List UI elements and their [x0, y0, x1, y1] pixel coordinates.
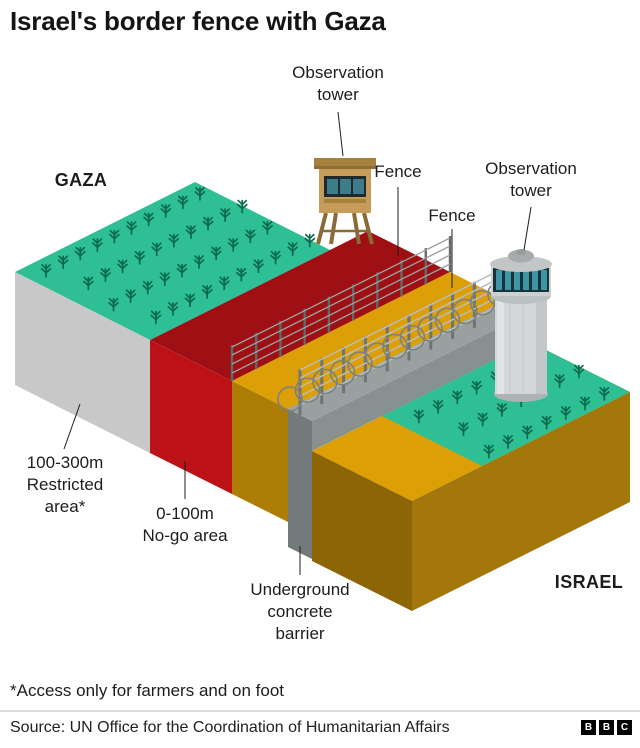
barbed-wire-coil-icon: [469, 289, 496, 316]
tower-cab-pane: [496, 270, 502, 290]
restricted-area-face: [15, 272, 150, 453]
no-go-area-face: [150, 340, 232, 494]
barbed-wire-coils: [277, 281, 513, 412]
barbed-wire-coil-icon: [434, 307, 461, 334]
barbed-wire-coil-icon: [399, 324, 426, 351]
fence-wire: [299, 268, 519, 379]
label-israel: ISRAEL: [554, 572, 624, 592]
tower-cab-pane: [514, 270, 520, 290]
fence-wire: [231, 263, 451, 374]
bbc-logo-block: B: [581, 720, 596, 735]
tower-roof-edge: [314, 166, 376, 169]
label-underground-barrier: Underground concrete barrier: [250, 580, 350, 643]
tower-cab-pane: [523, 270, 529, 290]
barbed-wire-coil-icon: [417, 316, 443, 342]
label-fence-right: Fence: [428, 206, 476, 225]
tower-roof: [314, 158, 376, 169]
underground-barrier-end-face: [288, 409, 312, 559]
pointer-observation-tower-right: [523, 206, 532, 251]
barbed-wire-coil-icon: [294, 377, 321, 404]
fence-wire: [231, 245, 451, 356]
observation-tower-left: [314, 158, 376, 245]
barbed-wire-coil-icon: [347, 351, 373, 377]
tower-cab-pane: [532, 270, 538, 290]
observation-tower-right: [490, 249, 552, 402]
israel-block-right-face: [412, 392, 630, 611]
tower-dome: [508, 249, 534, 263]
label-fence-left: Fence: [374, 162, 422, 181]
barbed-wire-coil-icon: [364, 342, 391, 369]
label-gaza: GAZA: [54, 170, 108, 190]
barbed-wire-coil-icon: [452, 298, 478, 325]
tower-leg: [329, 212, 338, 245]
tower-shaft-shade: [536, 296, 547, 394]
footnote: *Access only for farmers and on foot: [10, 681, 285, 700]
israel-block-left-face: [312, 451, 412, 611]
fence-wire: [299, 277, 519, 388]
barbed-wire-coil-icon: [277, 386, 303, 412]
tower-cab-pane: [505, 270, 511, 290]
tower-leg: [362, 212, 374, 245]
tower-dome-tip: [516, 249, 526, 255]
no-go-area-surface: [150, 231, 450, 381]
tower-cab-pane: [541, 270, 547, 290]
inner-fence: [230, 236, 452, 381]
underground-barrier-side-face: [312, 312, 530, 451]
fence-wire: [231, 254, 451, 365]
fence-wire: [231, 237, 451, 348]
tower-window-pane: [353, 179, 364, 194]
bbc-logo: B B C: [581, 720, 632, 735]
tower-leg: [352, 212, 361, 245]
bbc-logo-block: B: [599, 720, 614, 735]
label-restricted-area: 100-300m Restricted area*: [26, 453, 104, 516]
tower-cap: [490, 256, 552, 272]
pointer-observation-tower-left: [337, 111, 344, 157]
source-credit: Source: UN Office for the Coordination o…: [10, 719, 450, 736]
tower-window-pane: [327, 179, 338, 194]
label-no-go-area: 0-100m No-go area: [142, 504, 228, 545]
page-title: Israel's border fence with Gaza: [10, 6, 386, 36]
pointer-restricted-area: [63, 403, 81, 450]
barbed-wire-coil-icon: [329, 359, 356, 386]
bbc-logo-block: C: [617, 720, 632, 735]
tower-leg: [316, 212, 328, 245]
tower-shaft-highlight: [497, 296, 504, 394]
source-divider: [0, 710, 640, 712]
gaza-crop-field-surface: [15, 182, 330, 340]
buffer-strip-face: [232, 381, 288, 522]
pointer-lines: [63, 111, 532, 575]
label-observation-tower-left: Observation tower: [292, 63, 384, 104]
tower-window-pane: [340, 179, 351, 194]
fence-wire: [299, 260, 519, 371]
barbed-wire-coil-icon: [312, 368, 338, 395]
tower-sill: [324, 199, 366, 203]
barbed-wire-coil-icon: [382, 333, 408, 360]
label-observation-tower-right: Observation tower: [485, 159, 577, 200]
